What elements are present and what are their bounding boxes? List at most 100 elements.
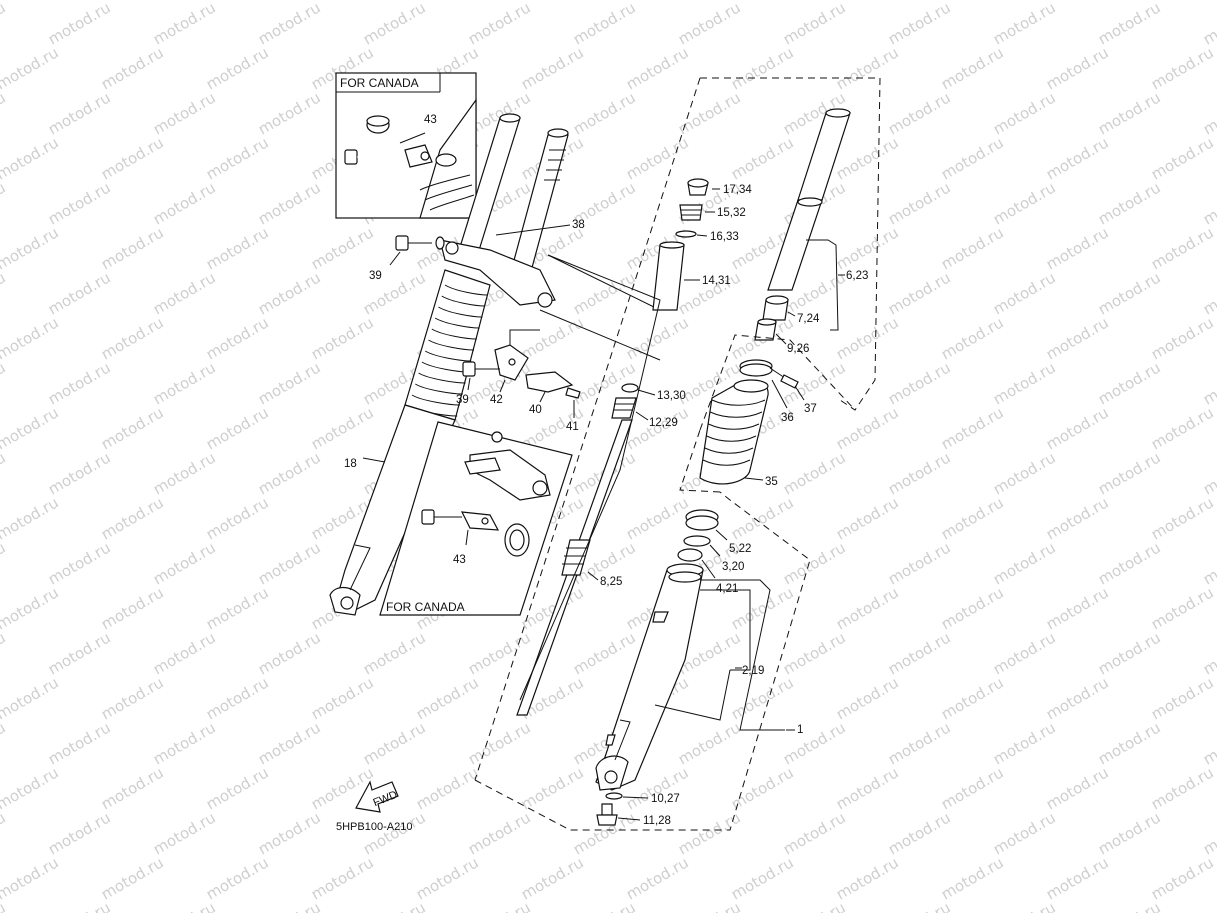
bellows-rib (415, 383, 463, 395)
watermark-text: motod.ru (203, 43, 272, 93)
watermark-text: motod.ru (1043, 403, 1112, 453)
watermark-text: motod.ru (990, 538, 1059, 588)
watermark-text: motod.ru (150, 538, 219, 588)
boot-rib (702, 459, 751, 466)
watermark-text: motod.ru (98, 673, 167, 723)
watermark-text: motod.ru (308, 853, 377, 903)
callout-37: 37 (804, 403, 817, 415)
watermark-text: motod.ru (98, 43, 167, 93)
watermark-text: motod.ru (518, 853, 587, 903)
watermark-text: motod.ru (98, 313, 167, 363)
watermark-text: motod.ru (570, 88, 639, 138)
watermark-text: motod.ru (150, 88, 219, 138)
watermark-text: motod.ru (45, 0, 114, 48)
watermark-text: motod.ru (1200, 178, 1217, 228)
watermark-text: motod.ru (0, 0, 9, 48)
watermark-text: motod.ru (885, 538, 954, 588)
watermark-text: motod.ru (675, 898, 744, 913)
boot-rib (711, 399, 766, 406)
watermark-text: motod.ru (255, 88, 324, 138)
watermark-text: motod.ru (1095, 268, 1164, 318)
watermark-text: motod.ru (780, 628, 849, 678)
watermark-text: motod.ru (728, 43, 797, 93)
watermark-text: motod.ru (45, 448, 114, 498)
watermark-text: motod.ru (150, 718, 219, 768)
watermark-text: motod.ru (150, 898, 219, 913)
watermark-text: motod.ru (885, 898, 954, 913)
watermark-text: motod.ru (98, 853, 167, 903)
watermark-text: motod.ru (570, 628, 639, 678)
watermark-text: motod.ru (0, 673, 62, 723)
watermark-text: motod.ru (518, 313, 587, 363)
watermark-text: motod.ru (465, 898, 534, 913)
inset-for-canada-top: FOR CANADA 43 (335, 72, 477, 219)
watermark-text: motod.ru (885, 718, 954, 768)
watermark-text: motod.ru (255, 268, 324, 318)
watermark-text: motod.ru (1200, 808, 1217, 858)
watermark-text: motod.ru (308, 313, 377, 363)
watermark-text: motod.ru (623, 43, 692, 93)
watermark-text: motod.ru (938, 673, 1007, 723)
watermark-text: motod.ru (255, 808, 324, 858)
watermark-text: motod.ru (675, 808, 744, 858)
watermark-text: motod.ru (518, 763, 587, 813)
callout-42: 42 (490, 394, 503, 406)
watermark-text: motod.ru (1095, 628, 1164, 678)
watermark-text: motod.ru (1043, 43, 1112, 93)
callout-38: 38 (572, 219, 585, 231)
watermark-text: motod.ru (1200, 628, 1217, 678)
watermark-text: motod.ru (0, 493, 62, 543)
inset-for-canada-bottom: FOR CANADA 43 (379, 421, 573, 616)
watermark-text: motod.ru (98, 0, 167, 3)
callout-3-20: 3,20 (722, 561, 744, 573)
callout-36: 36 (781, 412, 794, 424)
watermark-text: motod.ru (1200, 898, 1217, 913)
watermark-text: motod.ru (990, 808, 1059, 858)
watermark-text: motod.ru (1200, 538, 1217, 588)
watermark-text: motod.ru (203, 853, 272, 903)
watermark-text: motod.ru (885, 178, 954, 228)
watermark-text: motod.ru (308, 223, 377, 273)
watermark-text: motod.ru (0, 403, 62, 453)
watermark-text: motod.ru (413, 673, 482, 723)
inner-tube-parts: 17,34 15,32 16,33 14,31 6,23 7,24 9,26 (652, 108, 868, 355)
watermark-text: motod.ru (990, 88, 1059, 138)
callout-1: 1 (797, 724, 803, 736)
watermark-text: motod.ru (0, 223, 62, 273)
watermark-text: motod.ru (0, 853, 62, 903)
watermark-text: motod.ru (0, 133, 62, 183)
callout-39-mid: 39 (456, 394, 469, 406)
watermark-text: motod.ru (623, 133, 692, 183)
watermark-text: motod.ru (728, 133, 797, 183)
watermark-text: motod.ru (360, 718, 429, 768)
callout-15-32: 15,32 (717, 207, 746, 219)
watermark-text: motod.ru (360, 808, 429, 858)
watermark-text: motod.ru (0, 583, 62, 633)
watermark-text: motod.ru (255, 448, 324, 498)
watermark-text: motod.ru (98, 583, 167, 633)
watermark-text: motod.ru (98, 493, 167, 543)
watermark-text: motod.ru (938, 853, 1007, 903)
watermark-text: motod.ru (203, 673, 272, 723)
watermark-text: motod.ru (1095, 88, 1164, 138)
watermark-text: motod.ru (833, 313, 902, 363)
watermark-text: motod.ru (413, 853, 482, 903)
watermark-text: motod.ru (150, 358, 219, 408)
watermark-text: motod.ru (1043, 853, 1112, 903)
watermark-text: motod.ru (938, 43, 1007, 93)
bellows-rib (444, 284, 489, 296)
watermark-text: motod.ru (833, 133, 902, 183)
watermark-text: motod.ru (780, 718, 849, 768)
watermark-text: motod.ru (45, 88, 114, 138)
watermark-text: motod.ru (1148, 313, 1217, 363)
watermark-text: motod.ru (360, 628, 429, 678)
watermark-text: motod.ru (203, 0, 272, 3)
watermark-text: motod.ru (150, 448, 219, 498)
watermark-text: motod.ru (675, 0, 744, 48)
watermark-text: motod.ru (780, 448, 849, 498)
watermark-text: motod.ru (203, 223, 272, 273)
watermark-text: motod.ru (1148, 493, 1217, 543)
watermark-text: motod.ru (570, 0, 639, 48)
watermark-text: motod.ru (885, 268, 954, 318)
watermark-text: motod.ru (623, 313, 692, 363)
